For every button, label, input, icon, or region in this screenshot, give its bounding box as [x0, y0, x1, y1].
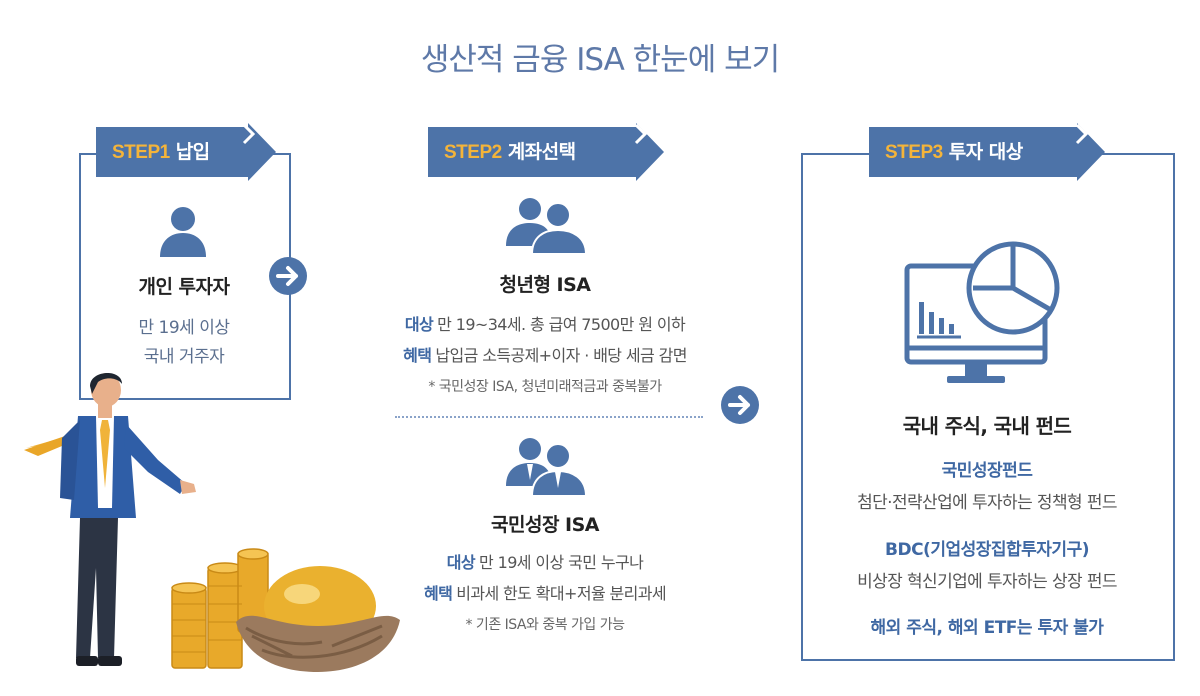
step1-word: STEP1 [112, 142, 170, 163]
chevron-right-icon [242, 123, 256, 145]
youth-note: * 국민성장 ISA, 청년미래적금과 중복불가 [428, 379, 662, 395]
youth-benefit-key: 혜택 [403, 346, 432, 365]
banner-arrow-shape [96, 123, 276, 181]
step2-word: STEP2 [444, 142, 502, 163]
youth-isa-name: 청년형 ISA [499, 274, 591, 296]
fund1-title: 국민성장펀드 [941, 461, 1033, 481]
youth-target-key: 대상 [404, 315, 434, 334]
national-isa-name: 국민성장 ISA [491, 514, 600, 536]
step3-heading: 국내 주식, 국내 펀드 [902, 414, 1072, 438]
chevron-right-icon [1075, 123, 1089, 145]
step3-footer: 해외 주식, 해외 ETF는 투자 불가 [870, 618, 1104, 638]
monitor-chart-icon [904, 241, 1060, 383]
step3-label: 투자 대상 [948, 141, 1024, 163]
step1-name: 개인 투자자 [138, 276, 230, 298]
arrow-right-circle-icon [269, 257, 307, 295]
step1-label: 납입 [175, 141, 210, 163]
fund2-desc: 비상장 혁신기업에 투자하는 상장 펀드 [857, 572, 1117, 592]
national-benefit-text: 비과세 한도 확대+저율 분리과세 [456, 584, 667, 603]
step2-label: 계좌선택 [507, 141, 576, 163]
chevron-right-icon [634, 123, 648, 145]
step1-line-age: 만 19세 이상 [138, 318, 231, 338]
group-icon [506, 198, 588, 254]
page-title: 생산적 금융 ISA 한눈에 보기 [420, 42, 780, 78]
fund1-desc: 첨단·전략산업에 투자하는 정책형 펀드 [857, 493, 1117, 513]
step1-line-residence: 국내 거주자 [143, 347, 225, 367]
step1-box [79, 153, 291, 400]
coin-stack-icon [171, 548, 269, 669]
national-target-text: 만 19세 이상 국민 누구나 [479, 553, 644, 572]
arrow-right-circle-icon [721, 386, 759, 424]
fund2-title: BDC(기업성장집합투자기구) [885, 540, 1089, 560]
youth-target-text: 만 19~34세. 총 급여 7500만 원 이하 [437, 315, 686, 334]
golden-egg-nest-icon [236, 566, 400, 672]
national-target-key: 대상 [446, 553, 476, 572]
step3-box [801, 153, 1175, 661]
step3-word: STEP3 [885, 142, 943, 163]
banner-arrow-shape [869, 123, 1105, 181]
person-icon [160, 207, 206, 257]
national-note: * 기존 ISA와 중복 가입 가능 [465, 617, 625, 633]
group-icon [506, 438, 588, 496]
businessman-icon [22, 372, 196, 666]
divider [395, 416, 703, 418]
banner-arrow-shape [428, 123, 664, 181]
youth-benefit-text: 납입금 소득공제+이자 · 배당 세금 감면 [435, 346, 687, 365]
national-benefit-key: 혜택 [423, 584, 453, 603]
